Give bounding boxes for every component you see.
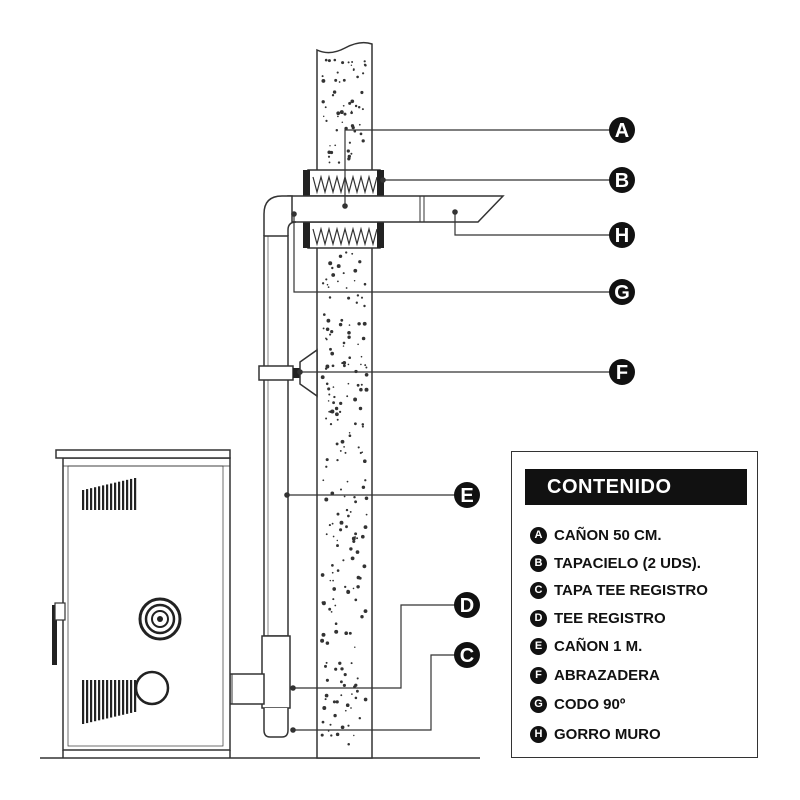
legend-label: CAÑON 1 M.	[554, 637, 643, 655]
legend-item: B TAPACIELO (2 UDS).	[530, 551, 701, 575]
ceiling-cover-lower	[303, 221, 384, 249]
callout-f: F	[609, 359, 635, 385]
svg-text:E: E	[460, 485, 473, 507]
legend-badge: H	[530, 725, 547, 743]
legend-badge: F	[530, 666, 547, 684]
stove-vent-upper	[82, 478, 137, 510]
leader-lines	[284, 129, 610, 733]
callout-c: C	[454, 642, 480, 668]
legend-item: C TAPA TEE REGISTRO	[530, 578, 708, 602]
stove-knob	[138, 597, 182, 641]
svg-text:G: G	[614, 282, 630, 304]
legend-item: G CODO 90º	[530, 692, 625, 716]
callout-b: B	[609, 167, 635, 193]
stove-vent-lower	[82, 680, 137, 724]
callout-h: H	[609, 222, 635, 248]
legend-badge: G	[530, 695, 547, 713]
stove	[52, 449, 231, 758]
stove-window	[134, 670, 170, 706]
legend-badge: D	[530, 609, 547, 627]
legend-label: CODO 90º	[554, 695, 626, 713]
legend-box: CONTENIDO A CAÑON 50 CM. B TAPACIELO (2 …	[511, 451, 758, 758]
callout-a: A	[609, 117, 635, 143]
vertical-pipe	[263, 235, 289, 637]
svg-text:A: A	[615, 120, 629, 142]
wall-clamp	[258, 348, 318, 398]
legend-label: CAÑON 50 CM.	[554, 526, 662, 544]
legend-badge: C	[530, 581, 547, 599]
legend-badge: B	[530, 554, 547, 572]
legend-title: CONTENIDO	[525, 469, 747, 505]
callout-g: G	[609, 279, 635, 305]
elbow-90	[263, 195, 297, 236]
callout-d: D	[454, 592, 480, 618]
ceiling-cover-upper	[303, 169, 384, 197]
legend-item: E CAÑON 1 M.	[530, 634, 642, 658]
legend-item: F ABRAZADERA	[530, 663, 660, 687]
horizontal-pipe	[287, 195, 505, 223]
svg-text:H: H	[615, 225, 629, 247]
legend-label: TAPA TEE REGISTRO	[554, 581, 708, 599]
legend-item: A CAÑON 50 CM.	[530, 523, 662, 547]
legend-label: ABRAZADERA	[554, 666, 660, 684]
svg-text:B: B	[615, 170, 629, 192]
legend-label: TAPACIELO (2 UDS).	[554, 554, 701, 572]
legend-label: TEE REGISTRO	[554, 609, 666, 627]
registry-tee-cap	[263, 708, 289, 738]
registry-tee	[229, 635, 291, 709]
legend-item: D TEE REGISTRO	[530, 606, 666, 630]
svg-text:D: D	[460, 595, 474, 617]
legend-badge: E	[530, 637, 547, 655]
legend-item: H GORRO MURO	[530, 722, 661, 746]
legend-badge: A	[530, 526, 547, 544]
legend-label: GORRO MURO	[554, 725, 661, 743]
callout-e: E	[454, 482, 480, 508]
svg-text:C: C	[460, 645, 474, 667]
svg-text:F: F	[616, 362, 628, 384]
